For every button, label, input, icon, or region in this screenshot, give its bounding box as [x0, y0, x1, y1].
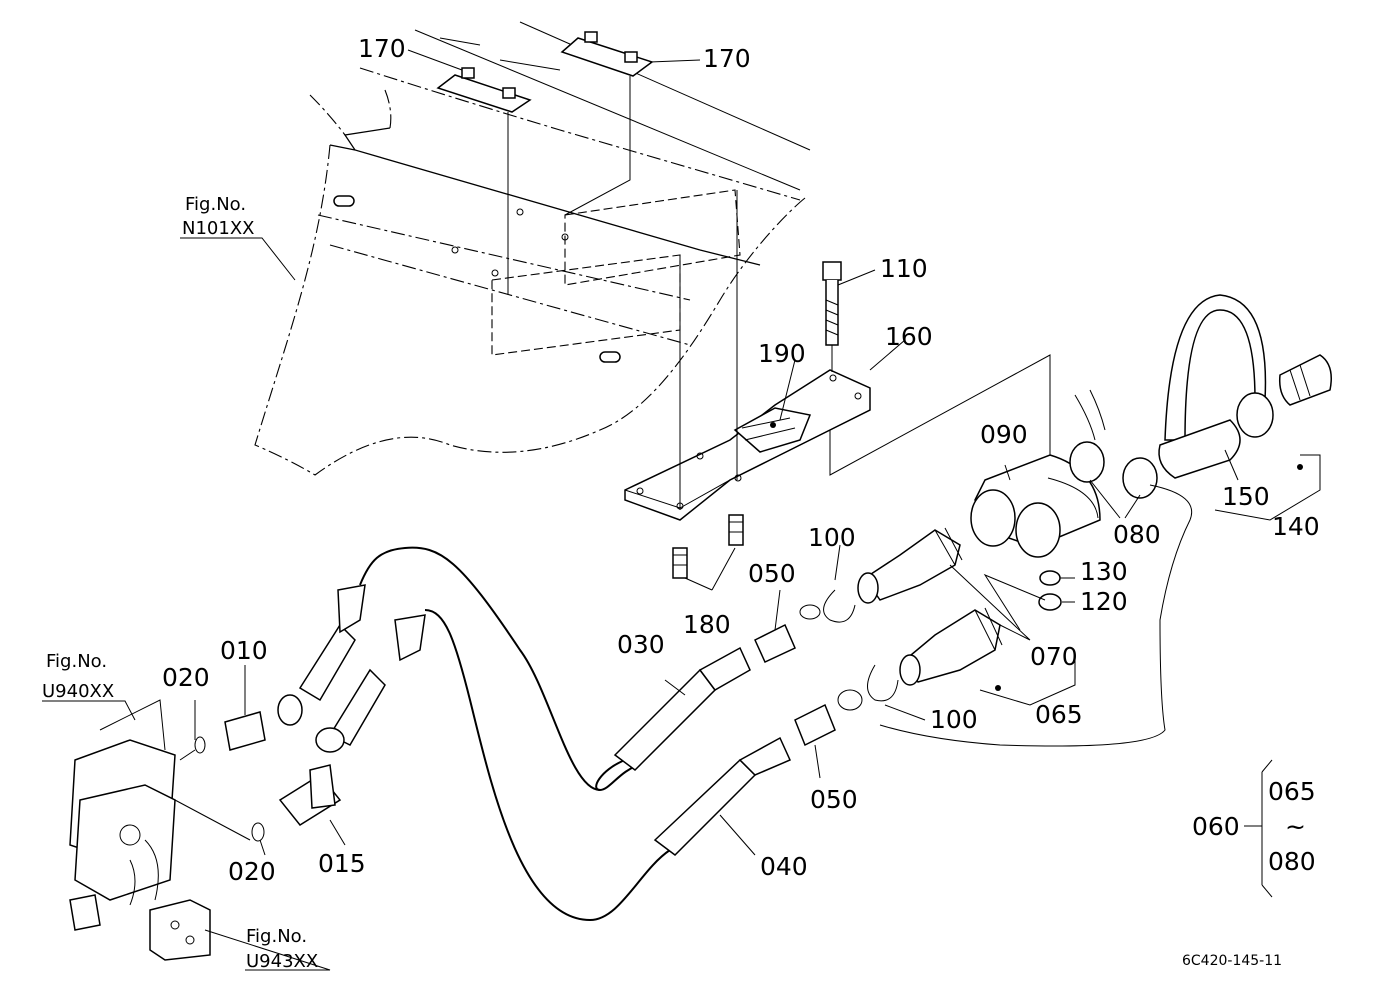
clip-100: [799, 589, 899, 711]
fitting-015: [174, 727, 345, 842]
label-010: 010: [220, 636, 268, 665]
stud-180: [672, 514, 744, 579]
coupler-070-lower: [899, 607, 1003, 691]
label-050-lower: 050: [810, 785, 858, 814]
drawing-code: 6C420-145-11: [1182, 953, 1282, 969]
control-valve: [69, 699, 211, 961]
coupler-070-upper: [857, 527, 963, 604]
label-050-upper: 050: [748, 559, 796, 588]
label-150: 150: [1222, 482, 1270, 511]
nut-130-120: [1038, 570, 1062, 611]
label-040: 040: [760, 852, 808, 881]
svg-text:Fig.No.: Fig.No.: [185, 194, 246, 215]
label-100-lower: 100: [930, 705, 978, 734]
label-160: 160: [885, 322, 933, 351]
bracket-190-marker: [770, 422, 776, 428]
adapter-050: [754, 623, 836, 747]
hose-040: [328, 609, 791, 922]
svg-text:N101XX: N101XX: [182, 218, 254, 239]
fig-ref-u943[interactable]: Fig.No. U943XX: [246, 926, 318, 972]
label-020-lower: 020: [228, 857, 276, 886]
label-070: 070: [1030, 642, 1078, 671]
fig-ref-n101[interactable]: Fig.No. N101XX: [182, 194, 254, 239]
label-130: 130: [1080, 557, 1128, 586]
coupler-080: [879, 389, 1192, 747]
hose-030: [298, 546, 751, 792]
label-030: 030: [617, 630, 665, 659]
label-range-tilde: ~: [1285, 812, 1306, 841]
tractor-body-panel: [254, 21, 811, 476]
label-180: 180: [683, 610, 731, 639]
label-110: 110: [880, 254, 928, 283]
bolt-110: [822, 261, 842, 372]
fig-ref-lines: [42, 237, 331, 971]
label-065-range: 065: [1268, 777, 1316, 806]
label-170-right: 170: [703, 44, 751, 73]
fig-ref-u940[interactable]: Fig.No. U940XX: [42, 651, 114, 702]
label-060: 060: [1192, 812, 1240, 841]
plate-170-right: [560, 31, 654, 216]
label-080: 080: [1113, 520, 1161, 549]
fitting-010: [194, 694, 303, 754]
label-020-upper: 020: [162, 663, 210, 692]
svg-text:Fig.No.: Fig.No.: [246, 926, 307, 947]
bracket-160: [624, 190, 1051, 521]
svg-text:Fig.No.: Fig.No.: [46, 651, 107, 672]
plug-140: [1278, 354, 1332, 470]
label-190: 190: [758, 339, 806, 368]
label-065: 065: [1035, 700, 1083, 729]
label-100-upper: 100: [808, 523, 856, 552]
label-140: 140: [1272, 512, 1320, 541]
label-120: 120: [1080, 587, 1128, 616]
label-015: 015: [318, 849, 366, 878]
label-080-range: 080: [1268, 847, 1316, 876]
leader-lines: [194, 49, 1321, 898]
shackle-150: [1158, 294, 1274, 479]
label-090: 090: [980, 420, 1028, 449]
label-170-left: 170: [358, 34, 406, 63]
plate-170-left: [436, 67, 532, 295]
svg-text:U943XX: U943XX: [246, 951, 318, 972]
svg-text:U940XX: U940XX: [42, 681, 114, 702]
